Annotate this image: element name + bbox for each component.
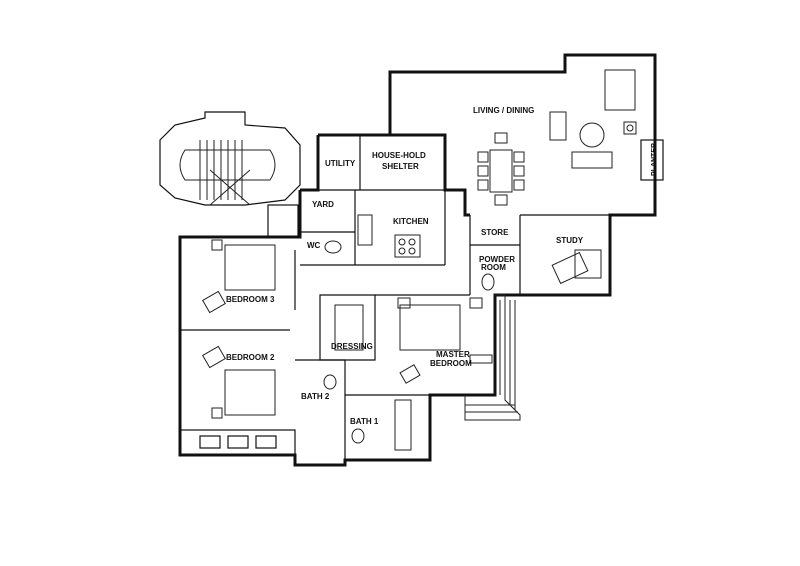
label-powder-2: ROOM (481, 263, 506, 272)
label-store: STORE (481, 228, 509, 237)
label-bath-2: BATH 2 (301, 392, 330, 401)
label-bath-1: BATH 1 (350, 417, 379, 426)
label-bedroom-3: BEDROOM 3 (226, 295, 275, 304)
label-bedroom-2: BEDROOM 2 (226, 353, 275, 362)
exterior-walls (178, 53, 657, 467)
label-powder-1: POWDER (479, 255, 515, 264)
interior-walls (179, 135, 610, 465)
label-yard: YARD (312, 200, 334, 209)
label-kitchen: KITCHEN (393, 217, 429, 226)
label-master-2: BEDROOM (430, 359, 472, 368)
planter (640, 139, 664, 181)
label-utility: UTILITY (325, 159, 356, 168)
staircase (159, 111, 301, 238)
label-study: STUDY (556, 236, 584, 245)
label-shelter-2: SHELTER (382, 162, 419, 171)
furniture (202, 69, 637, 451)
label-living-dining: LIVING / DINING (473, 106, 534, 115)
label-master-1: MASTER (436, 350, 470, 359)
label-wc: WC (307, 241, 321, 250)
label-dressing: DRESSING (331, 342, 373, 351)
terrace-steps (464, 294, 521, 421)
label-planter: PLANTER (651, 143, 658, 176)
label-shelter-1: HOUSE-HOLD (372, 151, 426, 160)
